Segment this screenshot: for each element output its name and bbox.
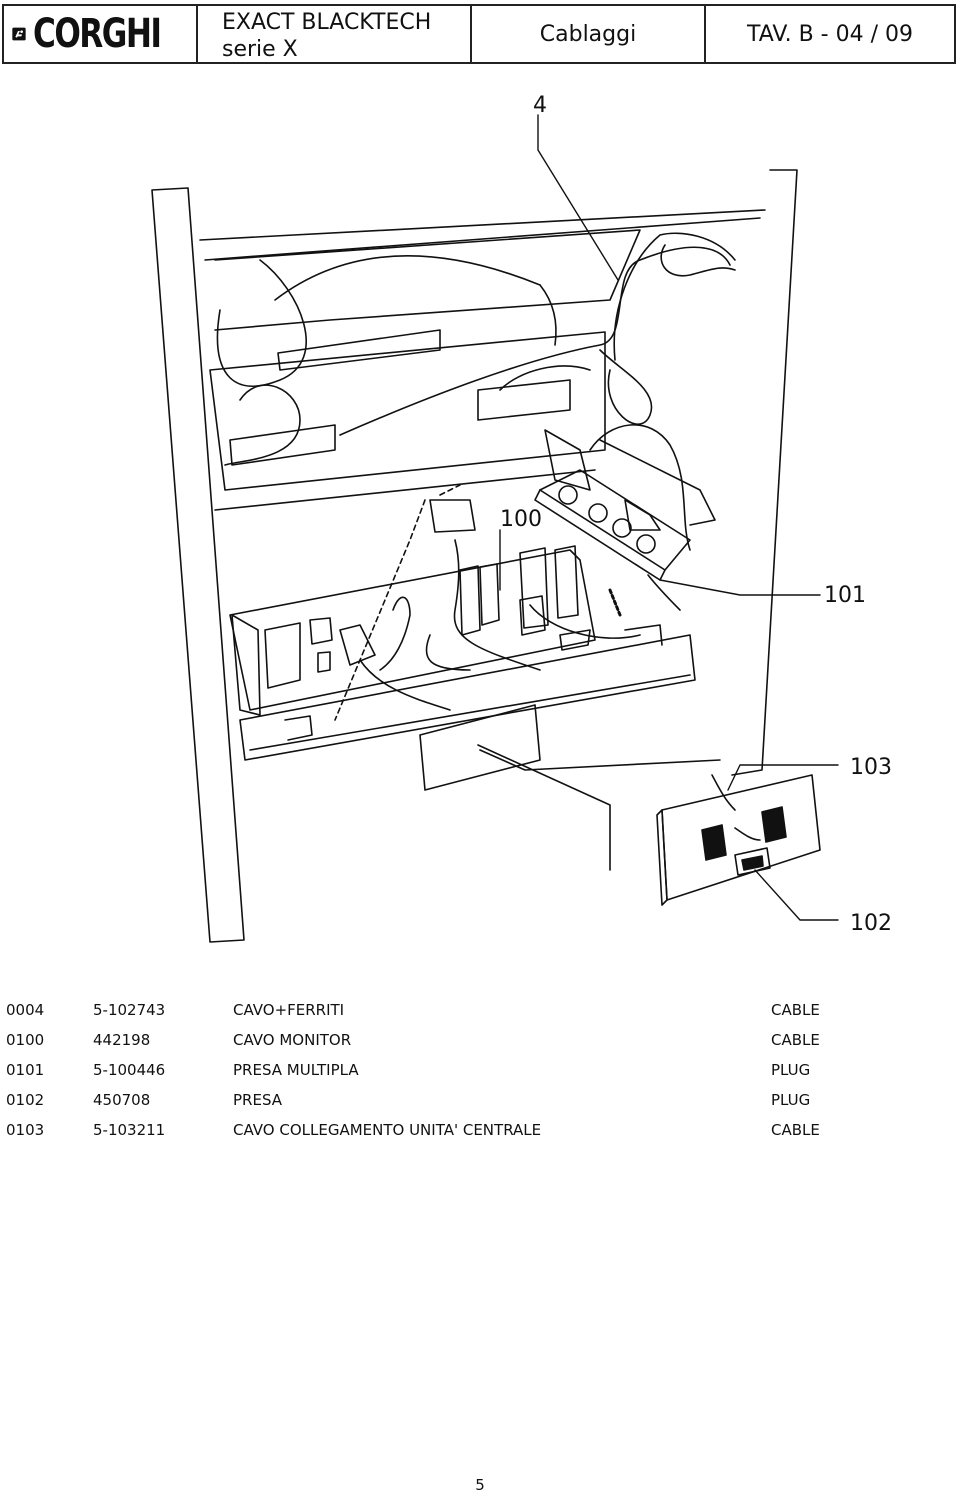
upper-shelf: [214, 229, 641, 331]
part-description: PRESA: [233, 1091, 283, 1109]
callout-101: 101: [824, 583, 866, 608]
part-code: 5-102743: [93, 1001, 166, 1019]
table-ref-cell: TAV. B - 04 / 09: [706, 6, 954, 62]
parts-row: 0100 442198 CAVO MONITOR CABLE: [6, 1031, 906, 1061]
wiring-diagram-svg: 4 100 101 103 102: [151, 93, 892, 943]
part-type: CABLE: [771, 1031, 820, 1049]
part-description: CAVO+FERRITI: [233, 1001, 345, 1019]
lower-shelf: [239, 634, 696, 761]
part-type: CABLE: [771, 1121, 820, 1139]
brand-cell: CORGHI: [4, 6, 198, 62]
part-code: 450708: [93, 1091, 151, 1109]
model-series: serie X: [222, 37, 298, 62]
parts-row: 0004 5-102743 CAVO+FERRITI CABLE: [6, 1001, 906, 1031]
part-ref: 0103: [6, 1121, 45, 1139]
part-type: PLUG: [771, 1061, 811, 1079]
rear-connector-panel: [661, 774, 821, 901]
part-ref: 0102: [6, 1091, 45, 1109]
parts-row: 0102 450708 PRESA PLUG: [6, 1091, 906, 1121]
cabinet-right-wall: [731, 169, 798, 776]
cabinet-left-wall: [151, 187, 245, 943]
section-cell: Cablaggi: [472, 6, 706, 62]
model-title: EXACT BLACKTECH: [222, 10, 432, 35]
section-title: Cablaggi: [539, 21, 637, 47]
wiring-diagram: 4 100 101 103 102: [0, 70, 960, 970]
part-code: 442198: [93, 1031, 151, 1049]
page-number: 5: [475, 1476, 485, 1494]
callout-102: 102: [850, 911, 892, 936]
table-reference: TAV. B - 04 / 09: [747, 21, 913, 47]
pc-unit: [229, 549, 596, 711]
brand-logo-text: CORGHI: [32, 11, 162, 57]
part-ref: 0101: [6, 1061, 45, 1079]
corghi-logo-icon: [12, 27, 26, 41]
part-ref: 0100: [6, 1031, 45, 1049]
part-code: 5-103211: [93, 1121, 166, 1139]
part-description: CAVO MONITOR: [233, 1031, 352, 1049]
part-code: 5-100446: [93, 1061, 166, 1079]
callout-100: 100: [500, 507, 542, 532]
parts-list: 0004 5-102743 CAVO+FERRITI CABLE 0100 44…: [6, 1001, 906, 1151]
parts-row: 0101 5-100446 PRESA MULTIPLA PLUG: [6, 1061, 906, 1091]
page-header: CORGHI EXACT BLACKTECH serie X Cablaggi …: [2, 4, 956, 64]
callout-103: 103: [850, 755, 892, 780]
parts-row: 0103 5-103211 CAVO COLLEGAMENTO UNITA' C…: [6, 1121, 906, 1151]
part-description: CAVO COLLEGAMENTO UNITA' CENTRALE: [233, 1121, 542, 1139]
part-ref: 0004: [6, 1001, 45, 1019]
part-type: PLUG: [771, 1091, 811, 1109]
part-type: CABLE: [771, 1001, 820, 1019]
callout-4: 4: [533, 93, 547, 118]
part-description: PRESA MULTIPLA: [233, 1061, 359, 1079]
model-title-cell: EXACT BLACKTECH serie X: [198, 6, 472, 62]
